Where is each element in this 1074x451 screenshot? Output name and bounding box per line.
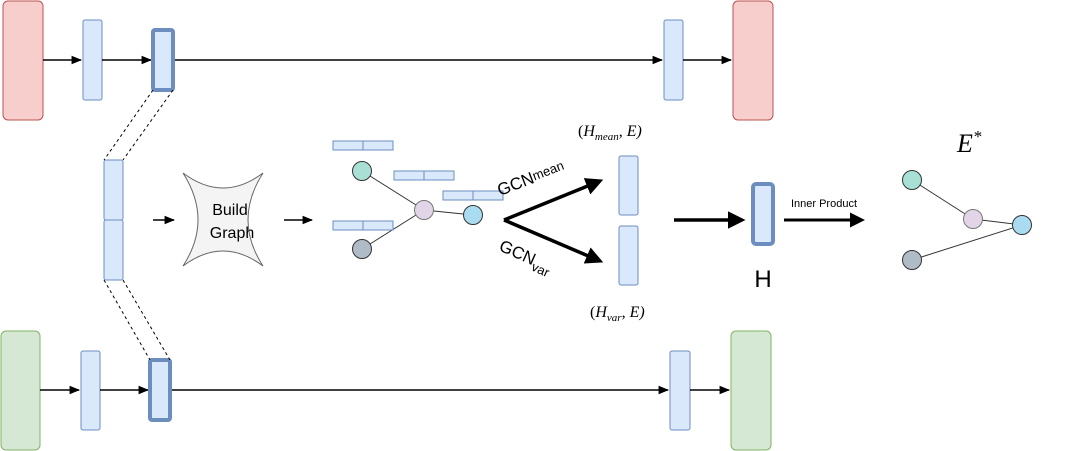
bottom-output-block bbox=[730, 330, 772, 451]
gcn-split-arrows bbox=[503, 178, 604, 264]
top-latent-layer bbox=[151, 28, 175, 92]
h-var-label: (Hvar, E) bbox=[590, 304, 645, 324]
bottom-layer-2 bbox=[669, 350, 691, 431]
feature-vector bbox=[442, 190, 474, 201]
feature-vector bbox=[332, 140, 364, 151]
inner-product-label: Inner Product bbox=[791, 198, 857, 210]
gcn-var-label: GCNvar bbox=[495, 236, 556, 280]
h-mean-vector bbox=[618, 155, 639, 216]
reconstructed-graph bbox=[902, 170, 1032, 270]
build-graph-shape bbox=[182, 172, 264, 267]
h-label: H bbox=[754, 266, 771, 293]
h-var-vector bbox=[618, 225, 639, 286]
feature-vector bbox=[362, 220, 394, 231]
h-vector bbox=[751, 182, 775, 246]
top-input-block bbox=[2, 0, 44, 121]
h-mean-label: (Hmean, E) bbox=[578, 123, 642, 143]
input-graph bbox=[332, 140, 504, 259]
concat-latent-top bbox=[103, 159, 124, 221]
feature-vector bbox=[332, 220, 364, 231]
bottom-latent-layer bbox=[148, 358, 172, 422]
build-graph-label-line1: Build bbox=[212, 202, 248, 219]
feature-vector bbox=[472, 190, 504, 201]
top-layer-1 bbox=[82, 19, 103, 101]
graph-node-purple bbox=[414, 200, 434, 220]
gcn-mean-label: GCNmean bbox=[495, 157, 567, 200]
graph-node-purple bbox=[963, 209, 983, 229]
top-layer-2 bbox=[663, 19, 684, 101]
build-graph-label-line2: Graph bbox=[210, 225, 254, 242]
graph-node-cyan bbox=[1012, 215, 1032, 235]
feature-vector bbox=[423, 170, 455, 181]
feature-vector bbox=[362, 140, 394, 151]
e-star-label: E* bbox=[956, 127, 982, 158]
graph-node-gray bbox=[352, 239, 372, 259]
bottom-input-block bbox=[0, 330, 41, 451]
graph-node-gray bbox=[902, 250, 922, 270]
bottom-layer-1 bbox=[80, 350, 101, 431]
graph-node-teal bbox=[902, 170, 922, 190]
concat-latent-bottom bbox=[103, 219, 124, 281]
graph-node-teal bbox=[352, 161, 372, 181]
graph-node-cyan bbox=[463, 205, 483, 225]
top-output-block bbox=[732, 0, 774, 121]
feature-vector bbox=[393, 170, 425, 181]
concat-dashed-links bbox=[103, 89, 174, 361]
